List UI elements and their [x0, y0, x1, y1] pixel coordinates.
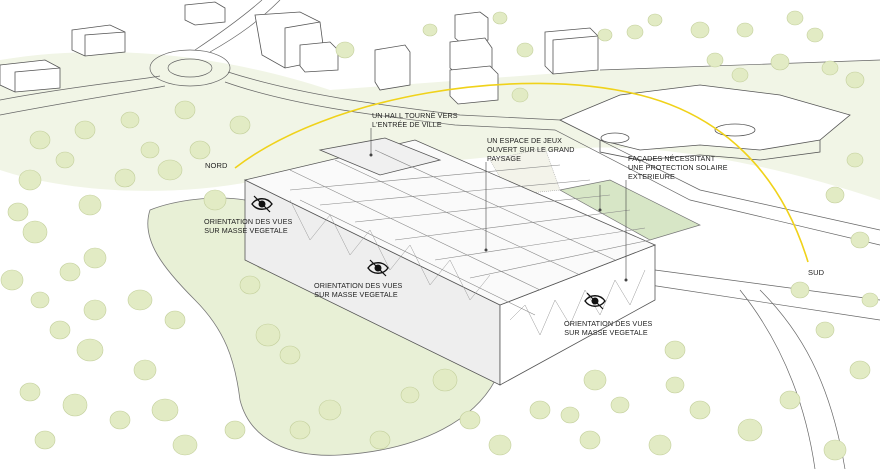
tree-icon [18, 100, 251, 216]
label-facades-line-1: FAÇADES NÉCESSITANT [628, 154, 716, 163]
building-icon [374, 44, 411, 91]
label-facades-line-2: UNE PROTECTION SOLAIRE [628, 163, 728, 172]
facade-bracing [289, 199, 646, 336]
label-facades-line-3: EXTERIEURE [628, 172, 675, 181]
building-icon [449, 11, 499, 105]
label-games-line-2: OUVERT SUR LE GRAND [487, 145, 575, 154]
label-views-right: ORIENTATION DES VUES SUR MASSE VEGETALE [564, 319, 653, 337]
label-games: UN ESPACE DE JEUX OUVERT SUR LE GRAND PA… [487, 136, 575, 163]
leader-lines [369, 128, 628, 282]
roundabout [149, 49, 231, 87]
label-views-left-line-2: SUR MASSE VEGETALE [204, 226, 288, 235]
label-south: SUD [808, 268, 825, 277]
label-views-left-line-1: ORIENTATION DES VUES [204, 217, 293, 226]
label-hall: UN HALL TOURNÉ VERS L'ENTRÉE DE VILLE [372, 111, 458, 129]
label-games-line-1: UN ESPACE DE JEUX [487, 136, 563, 145]
trees [0, 10, 879, 461]
main-building [243, 137, 657, 386]
label-views-center-line-2: SUR MASSE VEGETALE [314, 290, 398, 299]
background-buildings [0, 1, 851, 161]
label-views-center-line-1: ORIENTATION DES VUES [314, 281, 403, 290]
building-icon [559, 84, 851, 161]
label-views-right-line-2: SUR MASSE VEGETALE [564, 328, 648, 337]
building-icon [0, 59, 61, 93]
label-hall-line-2: L'ENTRÉE DE VILLE [372, 120, 442, 129]
label-views-center: ORIENTATION DES VUES SUR MASSE VEGETALE [314, 281, 403, 299]
label-facades: FAÇADES NÉCESSITANT UNE PROTECTION SOLAI… [628, 154, 728, 181]
building-icon [254, 11, 339, 73]
eye-icon [584, 292, 606, 310]
eye-icon [251, 195, 273, 213]
eye-icon [367, 259, 389, 277]
tree-icon [224, 253, 685, 456]
label-views-left: ORIENTATION DES VUES SUR MASSE VEGETALE [204, 217, 293, 235]
label-north: NORD [205, 161, 228, 170]
label-hall-line-1: UN HALL TOURNÉ VERS [372, 111, 458, 120]
building-icon [544, 27, 599, 75]
building-icon [71, 24, 126, 57]
tree-icon [335, 10, 879, 461]
green-zone-upper [0, 51, 880, 200]
label-views-right-line-1: ORIENTATION DES VUES [564, 319, 653, 328]
roof-trusses [289, 149, 651, 316]
building-icon [184, 1, 226, 26]
tree-icon [0, 202, 198, 456]
sun-path-arc [234, 82, 809, 263]
label-games-line-3: PAYSAGE [487, 154, 521, 163]
